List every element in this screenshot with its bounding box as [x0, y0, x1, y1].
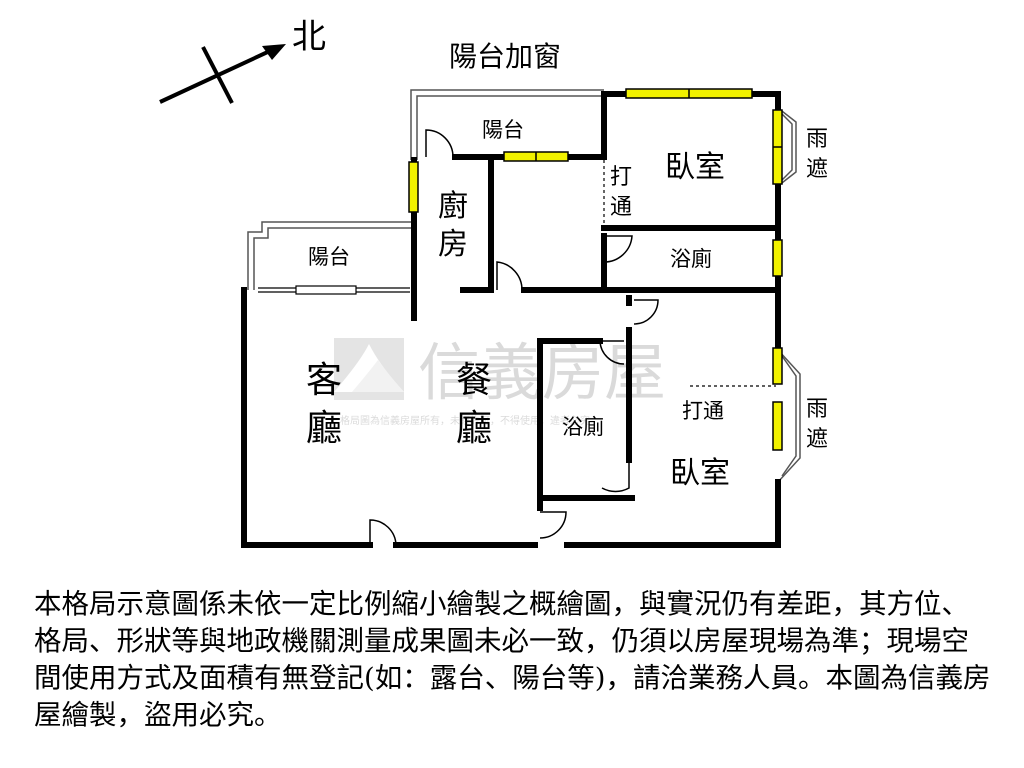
- watermark-logo-icon: [334, 338, 404, 400]
- compass: 北: [159, 17, 326, 104]
- window-bedroom-bottom-1: [772, 347, 783, 385]
- north-arrow-icon: [262, 44, 286, 60]
- door-bath-center: [599, 340, 625, 365]
- living-balcony-label: 陽台: [308, 245, 350, 269]
- balcony-window-label: 陽台加窗: [449, 40, 561, 73]
- bathroom-center-label: 浴廁: [562, 415, 604, 439]
- awning-bottom-label-1: 雨: [806, 397, 828, 422]
- open-wall-lines: [603, 160, 776, 387]
- window-kitchen-left: [408, 161, 419, 213]
- door-bath-top: [603, 235, 633, 263]
- living-room-label-2: 廳: [306, 408, 342, 449]
- bathroom-top-label: 浴廁: [670, 247, 712, 271]
- door-bedroom-bottom: [539, 511, 567, 539]
- windows: [408, 88, 783, 451]
- balcony-outlines: [247, 89, 801, 483]
- bedroom-bottom-label: 臥室: [670, 456, 730, 491]
- living-room-label-1: 客: [306, 360, 342, 401]
- door-bath-bottom: [601, 460, 630, 493]
- kitchen-label-1: 廚: [438, 189, 468, 224]
- doors: [369, 129, 659, 546]
- bedroom-top-label: 臥室: [665, 150, 725, 185]
- kitchen-label-2: 房: [438, 227, 468, 262]
- window-bedroom-bottom-2: [772, 401, 783, 451]
- sliding-door: [258, 285, 410, 295]
- open-wall-label-1b: 通: [610, 195, 632, 220]
- room-labels: 陽台加窗 陽台 陽台 廚 房 打 通 臥室 浴廁 雨 遮 客 廳 餐 廳 浴廁 …: [306, 40, 828, 491]
- door-right-passage: [633, 299, 659, 325]
- kitchen-balcony-label: 陽台: [482, 118, 524, 142]
- door-kitchen: [496, 261, 523, 291]
- open-wall-label-2: 打通: [682, 399, 724, 423]
- dining-room-label-1: 餐: [456, 360, 492, 401]
- awning-top-label-1: 雨: [806, 127, 828, 152]
- window-bathroom-top: [772, 239, 783, 277]
- door-entrance: [369, 519, 397, 546]
- dining-room-label-2: 廳: [456, 408, 492, 449]
- door-kitchen-balcony: [425, 129, 454, 158]
- north-label: 北: [292, 17, 326, 57]
- disclaimer-text: 本格局示意圖係未依一定比例縮小繪製之概繪圖，與實況仍有差距，其方位、格局、形狀等…: [34, 588, 991, 731]
- awning-top-label-2: 遮: [806, 157, 828, 182]
- watermark: 信義房屋 格局圖為信義房屋所有，未經許可，不得使用，違者必究: [334, 336, 666, 427]
- awning-bottom-label-2: 遮: [806, 427, 828, 452]
- floor-plan: 信義房屋 格局圖為信義房屋所有，未經許可，不得使用，違者必究 北: [159, 17, 828, 548]
- watermark-notice: 格局圖為信義房屋所有，未經許可，不得使用，違者必究: [340, 414, 590, 427]
- open-wall-label-1a: 打: [610, 165, 632, 190]
